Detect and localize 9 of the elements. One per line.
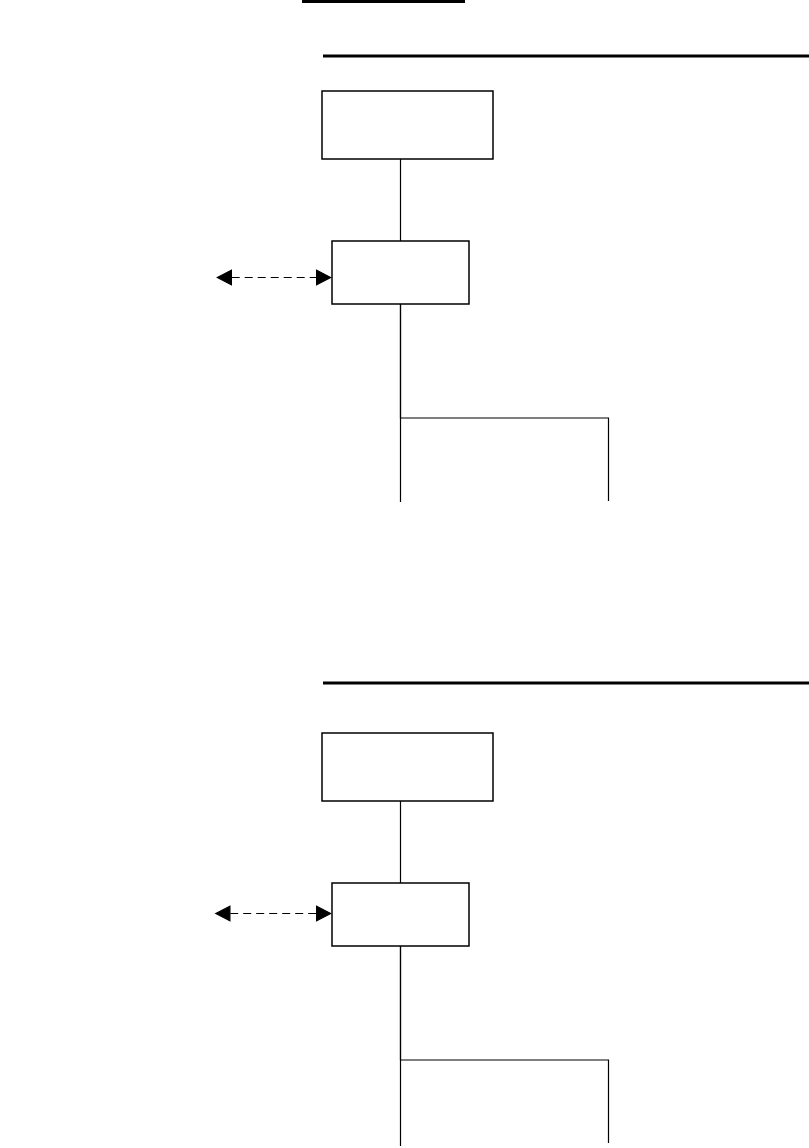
connector-line [399,303,610,502]
empty-box [331,882,470,947]
empty-box [321,90,494,160]
connector-line [399,800,402,884]
double-arrow [216,269,332,286]
empty-box [321,732,494,802]
empty-box [331,240,470,305]
connector-line [399,158,402,242]
connector-line [399,945,610,1144]
